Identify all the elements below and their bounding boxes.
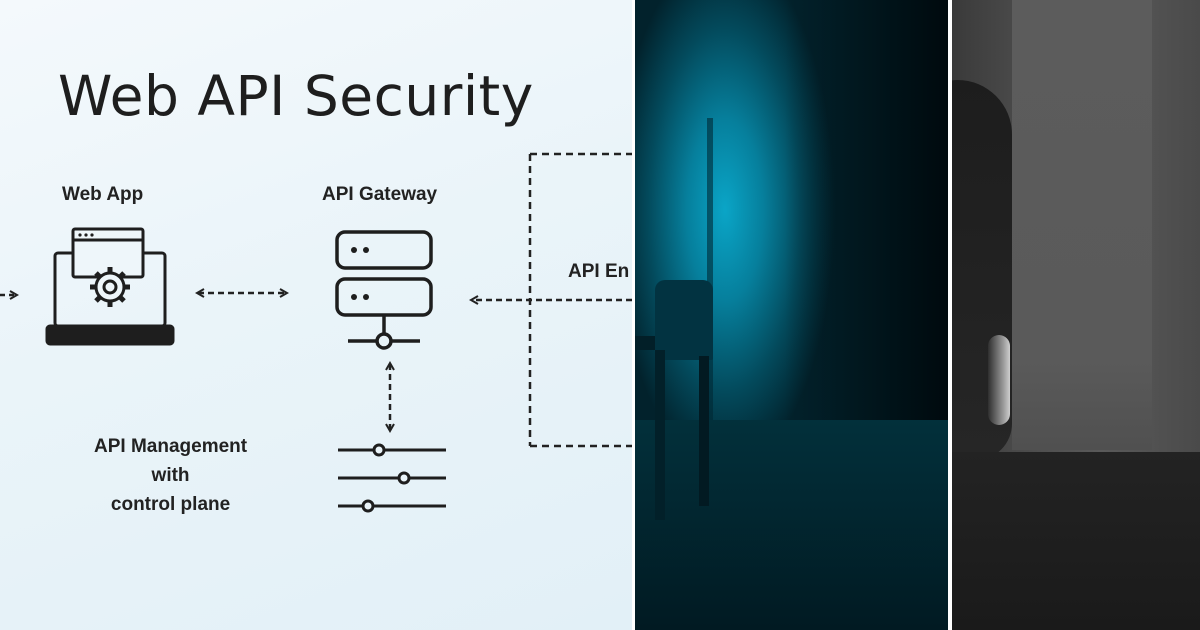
api-management-line-3: control plane <box>110 494 231 515</box>
diagram-panel: Web API Security Web App API Gateway API… <box>0 0 632 630</box>
bw-background <box>1012 0 1152 450</box>
room-chair-leg <box>655 350 665 520</box>
room-chair-leg-2 <box>699 356 709 506</box>
api-endpoint-group-bracket <box>528 152 632 448</box>
grayscale-photo <box>952 0 1200 630</box>
api-management-label: API Management with control plane <box>94 432 247 519</box>
api-management-line-1: API Management <box>94 436 248 457</box>
bw-ear-highlight <box>988 335 1010 425</box>
laptop-gear-icon <box>45 227 175 346</box>
server-icon <box>335 230 433 350</box>
room-wall-corner <box>707 118 713 428</box>
bw-desk <box>952 452 1200 630</box>
web-app-label: Web App <box>62 184 144 205</box>
diagram-graphics <box>0 152 632 513</box>
room-photo <box>635 0 948 630</box>
api-endpoint-label: API En <box>568 261 630 282</box>
room-floor <box>635 420 948 630</box>
diagram-title: Web API Security <box>58 64 534 128</box>
room-chair <box>655 280 713 360</box>
api-management-line-2: with <box>151 465 190 486</box>
api-gateway-label: API Gateway <box>322 184 438 205</box>
sliders-icon <box>338 443 446 513</box>
